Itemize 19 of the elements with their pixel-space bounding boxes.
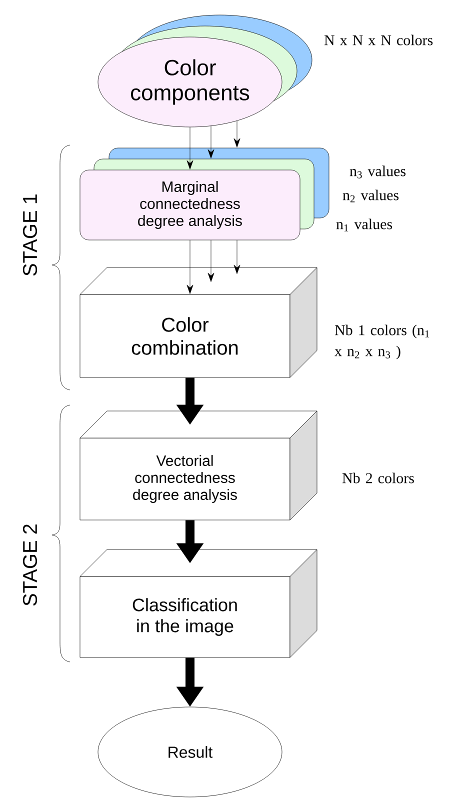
side-note: n$_{3}$ values — [350, 166, 406, 178]
side-note: n$_{1}$ values — [336, 218, 392, 232]
side-note: N x N x N colors — [324, 34, 433, 46]
arrow — [186, 240, 194, 294]
arrow — [234, 120, 240, 148]
side-note: Nb 1 colors (n$_{1}$ x n$_{2}$ x n$_{3}$ ) — [334, 324, 430, 360]
arrow — [208, 126, 214, 158]
side-note: n$_{2}$ values — [342, 190, 399, 202]
arrow — [186, 127, 194, 170]
process-block: Vectorial connectedness degree analysis — [80, 410, 318, 520]
process-block: Classification in the image — [80, 549, 318, 658]
ellipse-stack: Color components — [98, 14, 312, 128]
side-note: Nb 2 colors — [342, 472, 414, 484]
stage-label: STAGE 1 — [22, 194, 38, 276]
arrow — [234, 240, 240, 274]
arrow — [208, 240, 214, 282]
process-block: Color combination — [80, 267, 318, 378]
box-stack: Marginal connectedness degree analysis — [80, 148, 330, 240]
stage-label: STAGE 2 — [22, 524, 38, 606]
